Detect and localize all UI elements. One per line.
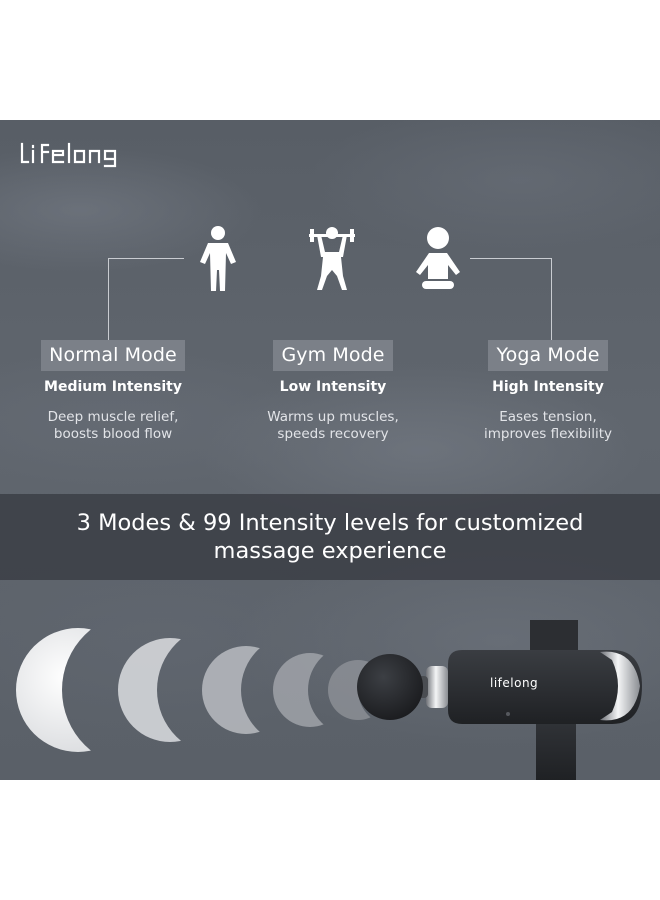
mode-description-gym: Warms up muscles, speeds recovery <box>233 409 433 443</box>
mode-yoga: Yoga Mode High Intensity Eases tension, … <box>448 340 648 443</box>
mode-description-line: improves flexibility <box>483 426 613 442</box>
mode-description-line: speeds recovery <box>277 426 389 442</box>
mode-description-normal: Deep muscle relief, boosts blood flow <box>13 409 213 443</box>
mode-intensity-yoga: High Intensity <box>492 379 604 395</box>
mode-normal: Normal Mode Medium Intensity Deep muscle… <box>13 340 213 443</box>
mode-title-normal: Normal Mode <box>41 340 185 371</box>
mode-description-line: Deep muscle relief, <box>47 409 179 425</box>
meditating-person-icon <box>416 227 460 289</box>
product-infographic: lifelong <box>0 120 660 780</box>
massage-gun-icon <box>357 620 642 780</box>
headline-banner: 3 Modes & 99 Intensity levels for custom… <box>0 494 660 580</box>
brand-logo: lifelong <box>20 142 117 168</box>
headline-line-1: 3 Modes & 99 Intensity levels for custom… <box>76 510 584 536</box>
headline: 3 Modes & 99 Intensity levels for custom… <box>50 509 610 565</box>
mode-title-gym: Gym Mode <box>273 340 393 371</box>
mode-description-line: Warms up muscles, <box>267 409 399 425</box>
mode-description-line: Eases tension, <box>499 409 597 425</box>
pulse-wave <box>118 638 222 742</box>
pulse-wave <box>202 646 290 734</box>
pulse-wave <box>16 628 140 752</box>
connector-line-left <box>108 258 184 344</box>
mode-intensity-gym: Low Intensity <box>279 379 387 395</box>
device-logo: lifelong <box>490 676 539 690</box>
standing-person-icon <box>200 226 236 291</box>
mode-gym: Gym Mode Low Intensity Warms up muscles,… <box>233 340 433 443</box>
connector-line-right <box>470 258 552 344</box>
pulse-waves-icon <box>16 628 388 752</box>
headline-line-2: massage experience <box>213 538 447 564</box>
mode-intensity-normal: Medium Intensity <box>44 379 182 395</box>
mode-description-yoga: Eases tension, improves flexibility <box>448 409 648 443</box>
weightlifting-person-icon <box>309 227 355 290</box>
mode-description-line: boosts blood flow <box>53 426 173 442</box>
pulse-wave <box>273 653 347 727</box>
mode-title-yoga: Yoga Mode <box>488 340 608 371</box>
